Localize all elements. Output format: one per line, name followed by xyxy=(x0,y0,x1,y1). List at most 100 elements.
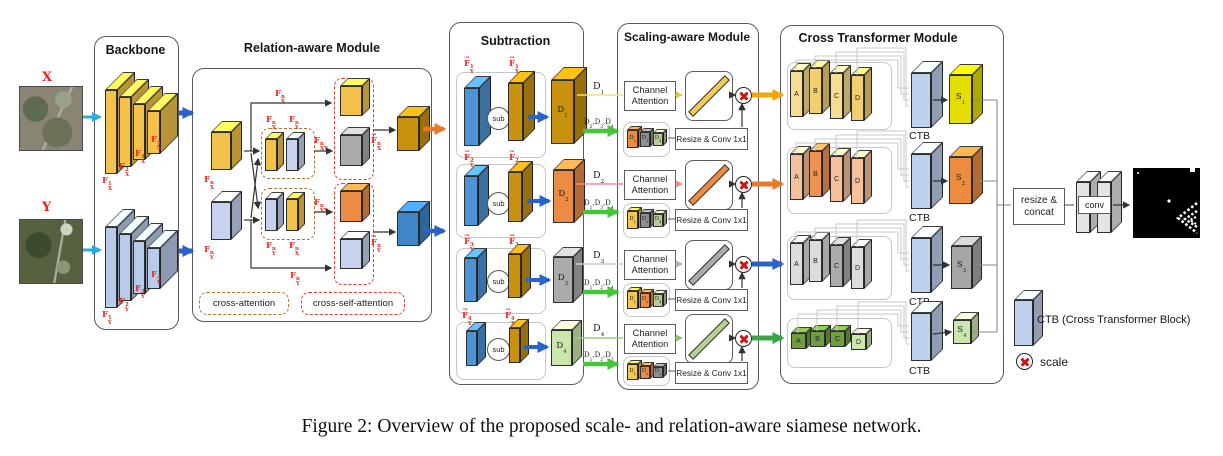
ctm-row2-block-b-label: B xyxy=(813,170,818,178)
ctm-row4-block-b-label: B xyxy=(815,335,820,343)
ctm-row2-block-c: C xyxy=(830,156,843,202)
ram-csa2-top-block xyxy=(340,191,362,222)
ctm-row3-ctb-block xyxy=(911,238,931,293)
sam-row3-rod xyxy=(688,244,730,286)
ram-input-y-block xyxy=(211,202,231,240)
ctm-row3-block-d-label: D xyxy=(854,264,861,272)
sub-row4-op: sub xyxy=(487,338,510,361)
ctm-row1-ctb-label: CTB xyxy=(909,130,930,142)
input-x-label: X xyxy=(42,70,53,85)
backbone-output-arrows xyxy=(179,107,195,257)
ctm-row1-block-d-label: D xyxy=(854,94,861,102)
legend-scale-icon xyxy=(1016,353,1033,370)
ctm-row2-block-d-label: D xyxy=(854,177,861,185)
sam-row1-scale-icon xyxy=(735,87,752,104)
ram-input-x-block xyxy=(211,132,231,170)
sam-row1-rod-box xyxy=(685,71,733,121)
ram-csa2-bottom-block xyxy=(340,239,362,269)
ctm-row2-block-a: A xyxy=(790,154,803,200)
ctm-row3-block-a-label: A xyxy=(794,260,799,268)
ram-out-x-label: FnX xyxy=(371,137,381,153)
sam-row3-channel-attention: Channel Attention xyxy=(624,250,676,280)
ram-output-x-block xyxy=(397,117,419,151)
sam-row4-scale-icon xyxy=(735,330,752,347)
sam-row4-channel-attention: Channel Attention xyxy=(624,324,676,354)
backbone-y-feature-4 xyxy=(147,248,160,289)
ctm-row3-block-c-label: C xyxy=(833,262,840,270)
ram-ca2-x-block xyxy=(286,199,298,231)
change-map-marks xyxy=(1137,168,1198,235)
ctm-row4-block-d-label: D xyxy=(855,338,862,346)
sam-row4-rod xyxy=(688,318,730,360)
ctm-row4-ctb-block xyxy=(911,313,931,361)
ram-ca1-x-block xyxy=(265,139,277,171)
ctm-row4-block-a: A xyxy=(791,333,806,349)
input-y-label: Y xyxy=(42,200,52,215)
ctm-row4-ctb-label: CTB xyxy=(909,365,930,377)
backbone-x-feature-4 xyxy=(147,111,160,154)
sub-row4-fy-label: F4Y xyxy=(462,312,472,328)
ctm-row4-block-b: B xyxy=(810,331,825,347)
sub-row4-fx-block xyxy=(509,328,520,363)
ram-out-y-label: FnY xyxy=(371,239,381,255)
sub-row4-fy-block xyxy=(466,331,477,366)
sam-row1-rod xyxy=(688,75,730,117)
ctm-row1-block-d: D xyxy=(851,75,864,121)
ram-csa1-bottom-block xyxy=(340,135,362,166)
ctm-row1-block-b-label: B xyxy=(813,87,818,95)
ram-ca2-y-block xyxy=(265,199,277,231)
cross-transformer-module-title: Cross Transformer Module xyxy=(798,31,958,45)
sam-row2-channel-attention: Channel Attention xyxy=(624,170,676,200)
ctm-row2-block-b: B xyxy=(809,151,822,197)
ctm-row2-ctb-label: CTB xyxy=(909,212,930,224)
sub-row3-fy-block xyxy=(464,258,477,302)
ctm-row1-block-a-label: A xyxy=(794,90,799,98)
sam-row4-resize-conv: Resize & Conv 1x1 xyxy=(675,362,748,384)
ctm-row2-block-c-label: C xyxy=(833,175,840,183)
ctm-row2-block-a-label: A xyxy=(794,173,799,181)
ctm-row4-block-c-label: C xyxy=(834,335,841,343)
ctm-row3-block-b-label: B xyxy=(813,257,818,265)
sub-row1-fy-label: F1Y xyxy=(464,60,474,76)
sub-row1-op: sub xyxy=(487,107,510,130)
ctm-row2-ctb-block xyxy=(911,154,931,209)
sub-row2-fx-block xyxy=(508,172,522,222)
